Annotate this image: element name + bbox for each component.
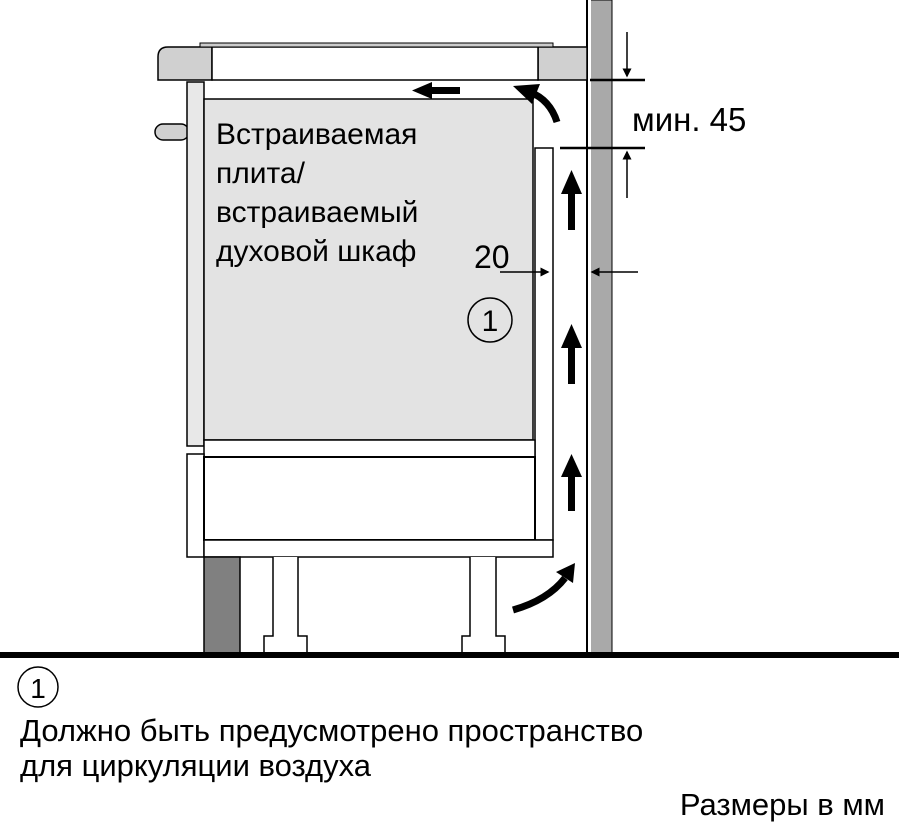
- arrow-up-icon: [561, 454, 582, 511]
- arrow-up-icon: [561, 170, 582, 230]
- legend-marker-number: 1: [30, 673, 46, 704]
- curved-arrow-icon: [512, 575, 568, 614]
- legend-marker-circle: [17, 666, 59, 708]
- units-note: Размеры в мм: [680, 787, 885, 822]
- leg-right: [461, 557, 506, 654]
- legend-text-line: для циркуляции воздуха: [20, 748, 372, 783]
- leg-left: [263, 557, 308, 654]
- dimension-lines: [500, 32, 645, 277]
- airflow-arrows: [412, 82, 582, 614]
- appliance-label-line: встраиваемый: [216, 196, 418, 229]
- oven: [154, 81, 534, 447]
- legend-text-line: Должно быть предусмотрено пространство: [20, 713, 643, 748]
- appliance-label-line: Встраиваемая: [216, 118, 417, 151]
- appliance-label-line: духовой шкаф: [216, 235, 416, 268]
- worktop: [157, 42, 588, 81]
- cabinet: [186, 147, 554, 654]
- floor-line: [0, 652, 899, 658]
- marker-circle: [467, 297, 513, 343]
- arrow-left-icon: [412, 82, 460, 99]
- top-dimension-label: мин. 45: [632, 101, 746, 138]
- arrow-up-icon: [561, 324, 582, 384]
- wall: [586, 0, 613, 655]
- gap-dimension-label: 20: [474, 239, 510, 275]
- marker-number: 1: [482, 305, 499, 338]
- appliance-label-line: плита/: [216, 157, 306, 190]
